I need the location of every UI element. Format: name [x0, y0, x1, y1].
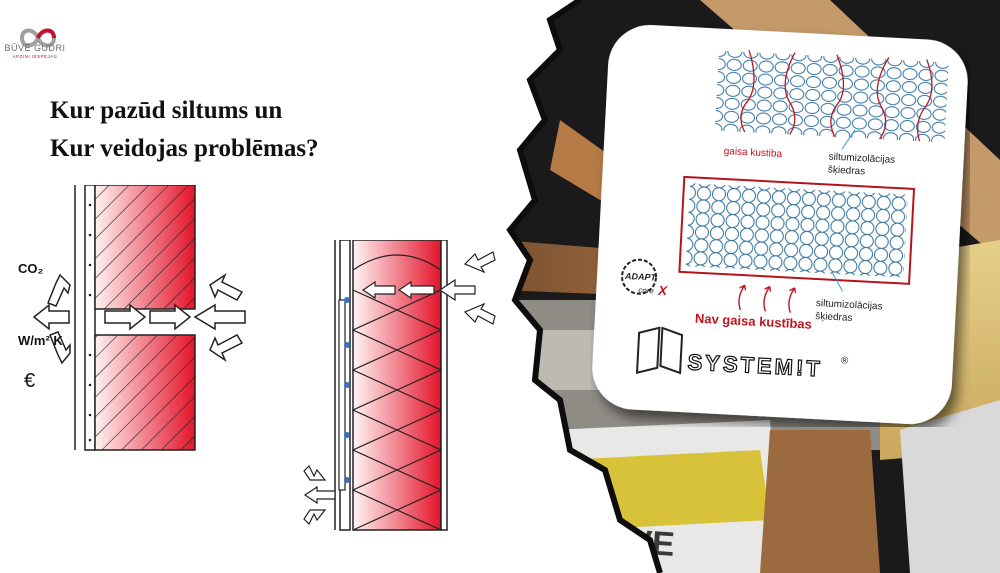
title-line-2: Kur veidojas problēmas? — [50, 135, 319, 162]
logo-tagline: APZINI IESPĒJAS — [12, 54, 58, 59]
page-title: Kur pazūd siltums un Kur veidojas problē… — [50, 92, 470, 168]
adapt-label: ADAPT — [624, 271, 658, 283]
registered-mark: ® — [841, 355, 850, 366]
euro-label: € — [24, 370, 35, 392]
logo-infinity-icon — [19, 28, 57, 48]
air-movement-label: gaisa kustiba — [723, 146, 782, 160]
no-air-movement-label: Nav gaisa kustības — [695, 311, 813, 332]
core-label: core — [638, 286, 655, 296]
core-x-label: X — [657, 283, 669, 299]
systemit-logo-icon — [635, 326, 684, 375]
insulated-wall-condensation-diagram — [303, 240, 496, 531]
fibers-top-label-1: siltumizolācijas — [828, 151, 895, 165]
insulation-comparison-card: gaisa kustiba siltumizolācijas šķiedras … — [592, 24, 968, 425]
logo-name: BŪVĒ GUDRI — [4, 43, 66, 53]
loose-fibers — [714, 50, 949, 143]
fibers-bottom-label-1: siltumizolācijas — [816, 298, 883, 312]
title-line-1: Kur pazūd siltums un — [50, 97, 283, 124]
heat-unit-label: W/m² K — [18, 333, 63, 348]
fibers-bottom-label-2: šķiedras — [815, 311, 853, 324]
co2-label: CO₂ — [18, 261, 44, 276]
fibers-top-label-2: šķiedras — [828, 164, 866, 177]
dense-fibers — [685, 183, 908, 278]
wall-heat-leak-diagram: CO₂ W/m² K € — [18, 185, 246, 451]
